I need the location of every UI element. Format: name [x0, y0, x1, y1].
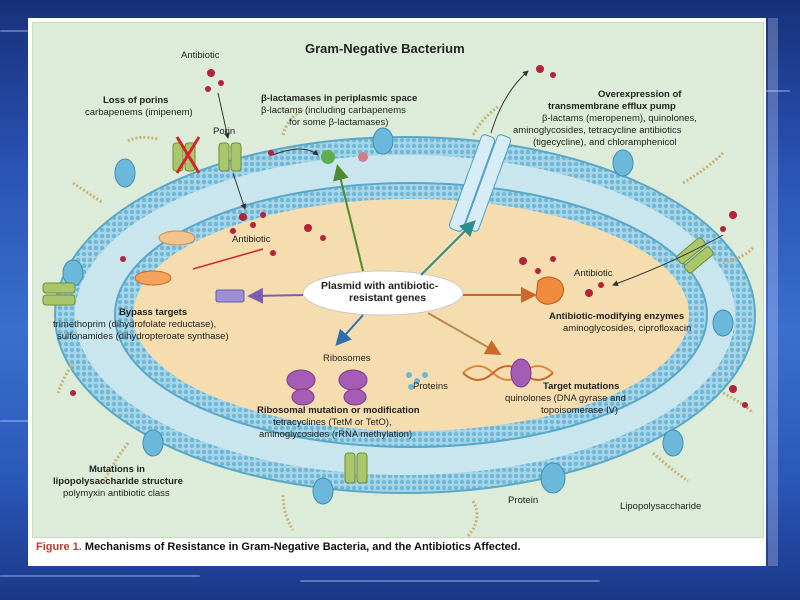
porin-top	[218, 142, 242, 172]
bacterium-diagram	[42, 65, 756, 537]
label-antibiotic-mid: Antibiotic	[232, 234, 271, 245]
caption-figure-number: Figure 1.	[36, 541, 82, 553]
lps-title1: Mutations in	[89, 464, 145, 475]
arrow-plasmid-to-efflux	[420, 220, 476, 276]
modifying-enzyme	[535, 276, 564, 305]
background-streak	[0, 420, 40, 422]
enzymes-title: Antibiotic-modifying enzymes	[549, 311, 685, 322]
porins-title: Loss of porins	[103, 95, 169, 106]
proteins-chain	[406, 372, 428, 390]
betalactamase-detail1: β-lactams (including carbapenems	[261, 105, 406, 116]
lps-detail: polymyxin antibiotic class	[63, 488, 170, 499]
label-proteins: Proteins	[413, 381, 448, 392]
bypass-target-original	[158, 230, 196, 246]
bypass-inhibition	[192, 248, 264, 270]
lps-title2: lipopolysaccharide structure	[53, 476, 183, 487]
efflux-title1: Overexpression of	[598, 89, 682, 100]
arrow-antibiotic-right	[612, 234, 724, 287]
arrow-into-periplasm	[272, 148, 319, 156]
dna-gyrase	[510, 358, 532, 388]
betalactamase-detail2: for some β-lactamases)	[289, 117, 389, 128]
label-antibiotic-top: Antibiotic	[181, 50, 220, 61]
arrow-efflux-out	[490, 70, 529, 134]
bypass-detail1: trimethoprim (dihydrofolate reductase),	[53, 319, 217, 330]
label-porin: Porin	[213, 126, 236, 137]
efflux-detail3: (tigecycline), and chloramphenicol	[533, 137, 677, 148]
ribosome-1	[286, 369, 316, 406]
porin-bottom	[344, 452, 368, 484]
label-protein: Protein	[508, 495, 539, 506]
arrow-through-porin	[232, 172, 247, 210]
ribosomal-detail1: tetracyclines (TetM or TetO),	[273, 417, 392, 428]
cytoplasm	[133, 199, 689, 431]
efflux-detail1: β-lactams (meropenem), quinolones,	[542, 113, 697, 124]
label-antibiotic-right: Antibiotic	[574, 268, 613, 279]
lipopolysaccharide-chains	[56, 105, 755, 537]
label-lipopolysaccharide: Lipopolysaccharide	[620, 501, 702, 512]
bypass-enzyme	[215, 289, 245, 303]
degraded-antibiotic	[358, 152, 368, 162]
bypass-title: Bypass targets	[119, 307, 188, 318]
efflux-title2: transmembrane efflux pump	[548, 101, 676, 112]
target-detail1: quinolones (DNA gyrase and	[505, 393, 626, 404]
antibiotic-molecules	[70, 65, 748, 408]
background-streak	[300, 580, 600, 582]
arrow-plasmid-to-target	[427, 312, 502, 355]
dna-helix-2	[462, 365, 554, 381]
ribosomal-title: Ribosomal mutation or modification	[257, 405, 420, 416]
arrow-antibiotic-entry	[217, 92, 230, 139]
efflux-detail2: aminoglycosides, tetracycline antibiotic…	[513, 125, 682, 136]
figure-title: Gram-Negative Bacterium	[305, 41, 465, 56]
ribosomal-detail2: aminoglycosides (rRNA methylation)	[259, 429, 413, 440]
enzymes-detail: aminoglycosides, ciprofloxacin	[563, 323, 692, 334]
porin-blocked-x-icon	[175, 136, 201, 174]
caption-text: Mechanisms of Resistance in Gram-Negativ…	[84, 541, 521, 553]
bypass-target-new	[134, 270, 172, 286]
beta-lactamase-enzyme	[321, 150, 335, 164]
porin-left-wall	[42, 282, 76, 306]
arrow-plasmid-to-betalactamase	[333, 164, 364, 272]
plasmid	[302, 270, 464, 316]
bypass-detail2: sulfonamides (dihydropteroate synthase)	[57, 331, 229, 342]
plasmid-label-line2: resistant genes	[349, 292, 427, 304]
slide: Gram-Negative Bacterium Antibiotic Porin…	[28, 18, 766, 566]
background-streak	[0, 575, 200, 577]
porins-detail: carbapenems (imipenem)	[85, 107, 193, 118]
surface-proteins	[62, 127, 734, 505]
dna-helix	[462, 365, 554, 381]
slide-edge	[768, 18, 778, 566]
arrow-plasmid-to-ribosome	[335, 314, 364, 346]
betalactamase-title: β-lactamases in periplasmic space	[261, 93, 418, 104]
label-ribosomes: Ribosomes	[323, 353, 371, 364]
figure-panel: Gram-Negative Bacterium Antibiotic Porin…	[32, 22, 764, 538]
plasmid-label-line1: Plasmid with antibiotic-	[321, 280, 439, 292]
target-title: Target mutations	[543, 381, 620, 392]
target-detail2: topoisomerase IV)	[541, 405, 619, 416]
arrow-plasmid-to-bypass	[247, 287, 304, 304]
porin-right-wall	[676, 237, 714, 274]
ribosome-2	[338, 369, 368, 406]
figure-caption: Figure 1. Mechanisms of Resistance in Gr…	[36, 541, 521, 553]
